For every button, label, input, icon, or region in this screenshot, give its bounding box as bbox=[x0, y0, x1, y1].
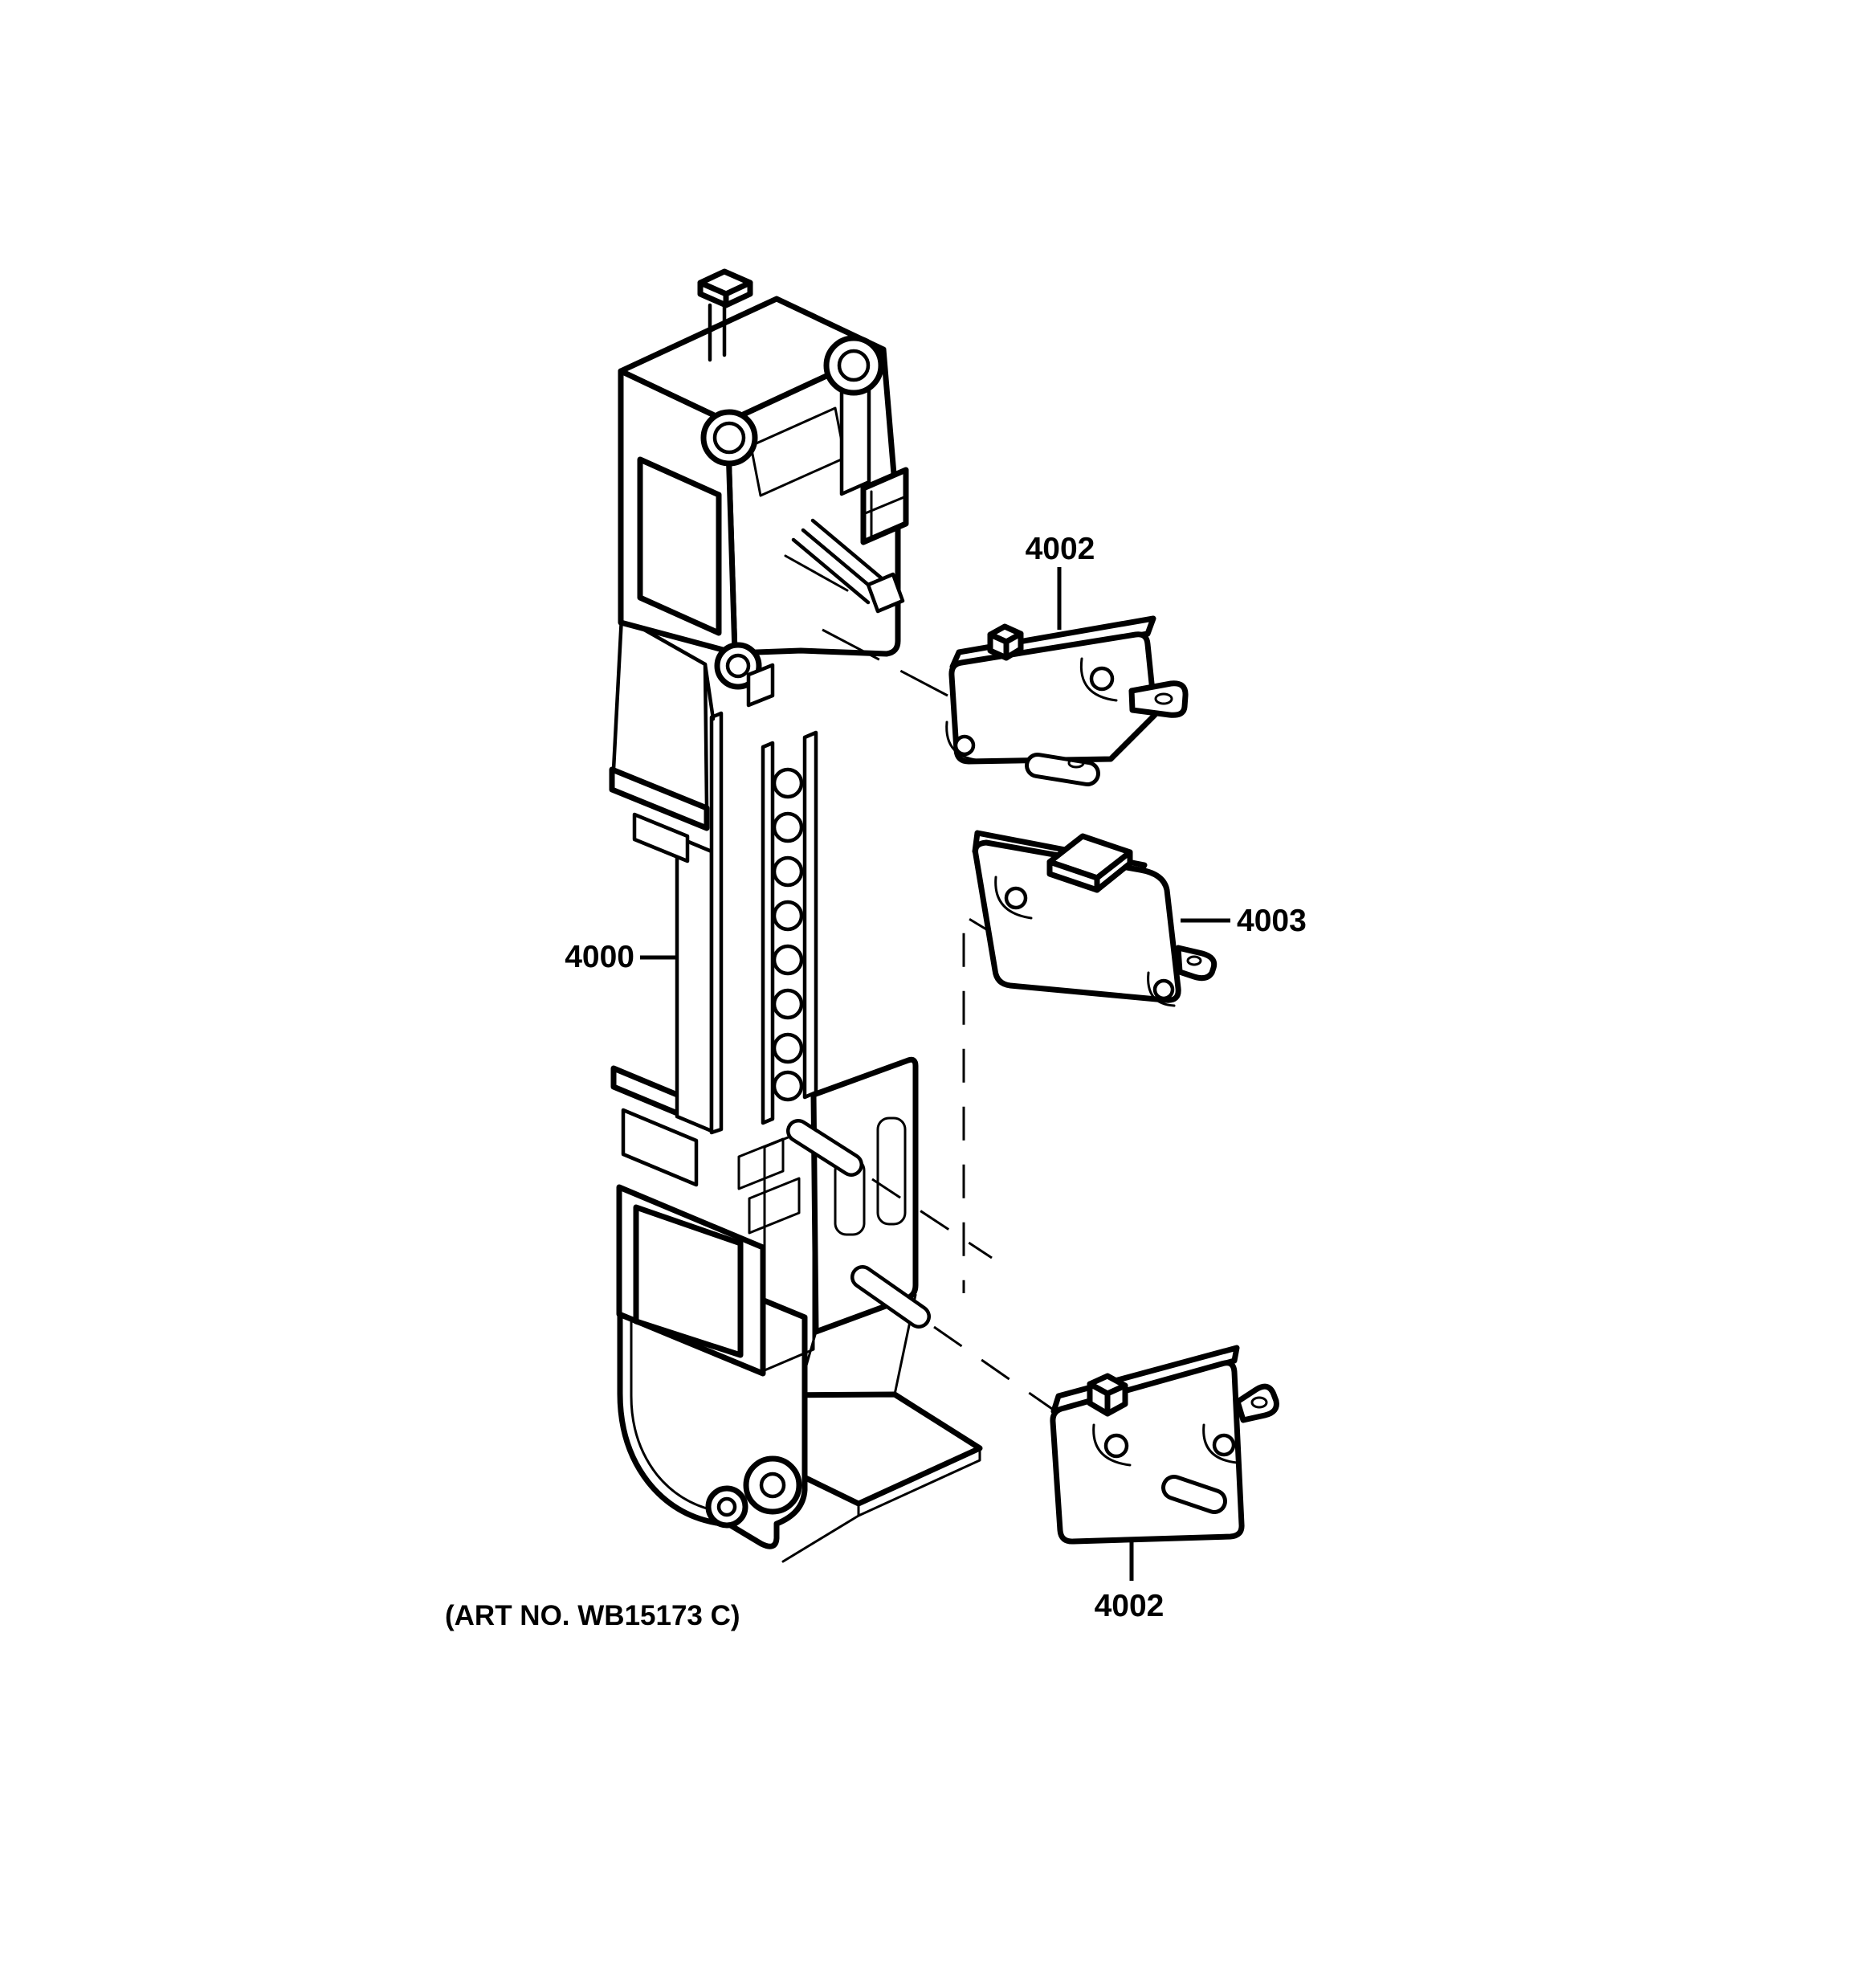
switch-plunger-base bbox=[1025, 753, 1100, 786]
latch-body-drawing bbox=[609, 268, 983, 1563]
switch-mount-hole bbox=[1212, 1433, 1236, 1457]
part-label-latch-body: 4000 bbox=[565, 940, 634, 974]
latch-pin bbox=[697, 268, 753, 362]
switch-mount-hole bbox=[1152, 978, 1175, 1001]
switch-mount-hole bbox=[1004, 886, 1028, 910]
interlock-switch-top bbox=[945, 615, 1189, 786]
dowel-pin-lower bbox=[850, 1265, 931, 1329]
callouts: 4002 4003 4000 4002 (ART NO. WB15173 C) bbox=[445, 532, 1307, 1631]
switch-terminal bbox=[1175, 945, 1218, 982]
part-label-switch-bottom: 4002 bbox=[1095, 1589, 1164, 1623]
switch-plunger-base bbox=[1161, 1475, 1227, 1514]
art-number-text: (ART NO. WB15173 C) bbox=[445, 1600, 740, 1631]
lower-window-opening bbox=[633, 1204, 744, 1358]
part-label-switch-top: 4002 bbox=[1026, 532, 1095, 566]
switch-button bbox=[987, 623, 1024, 661]
pivot-hole-small bbox=[716, 1496, 737, 1517]
upper-window-opening bbox=[637, 456, 722, 636]
switch-mount-hole bbox=[1089, 666, 1115, 692]
interlock-switch-middle bbox=[972, 830, 1218, 1007]
part-label-switch-middle: 4003 bbox=[1237, 904, 1307, 938]
ratchet-teeth bbox=[709, 711, 818, 1135]
switch-terminal bbox=[1234, 1383, 1279, 1423]
switch-button bbox=[1087, 1373, 1128, 1417]
switch-mount-hole bbox=[953, 734, 976, 757]
dowel-pin-upper bbox=[786, 1119, 863, 1177]
pivot-hole-large bbox=[759, 1472, 786, 1499]
interlock-switch-bottom bbox=[1050, 1345, 1279, 1545]
switch-mount-hole bbox=[1103, 1433, 1129, 1459]
switch-terminal bbox=[1128, 680, 1189, 718]
switch-body bbox=[948, 631, 1158, 765]
switch-actuator-tab bbox=[1046, 833, 1133, 893]
